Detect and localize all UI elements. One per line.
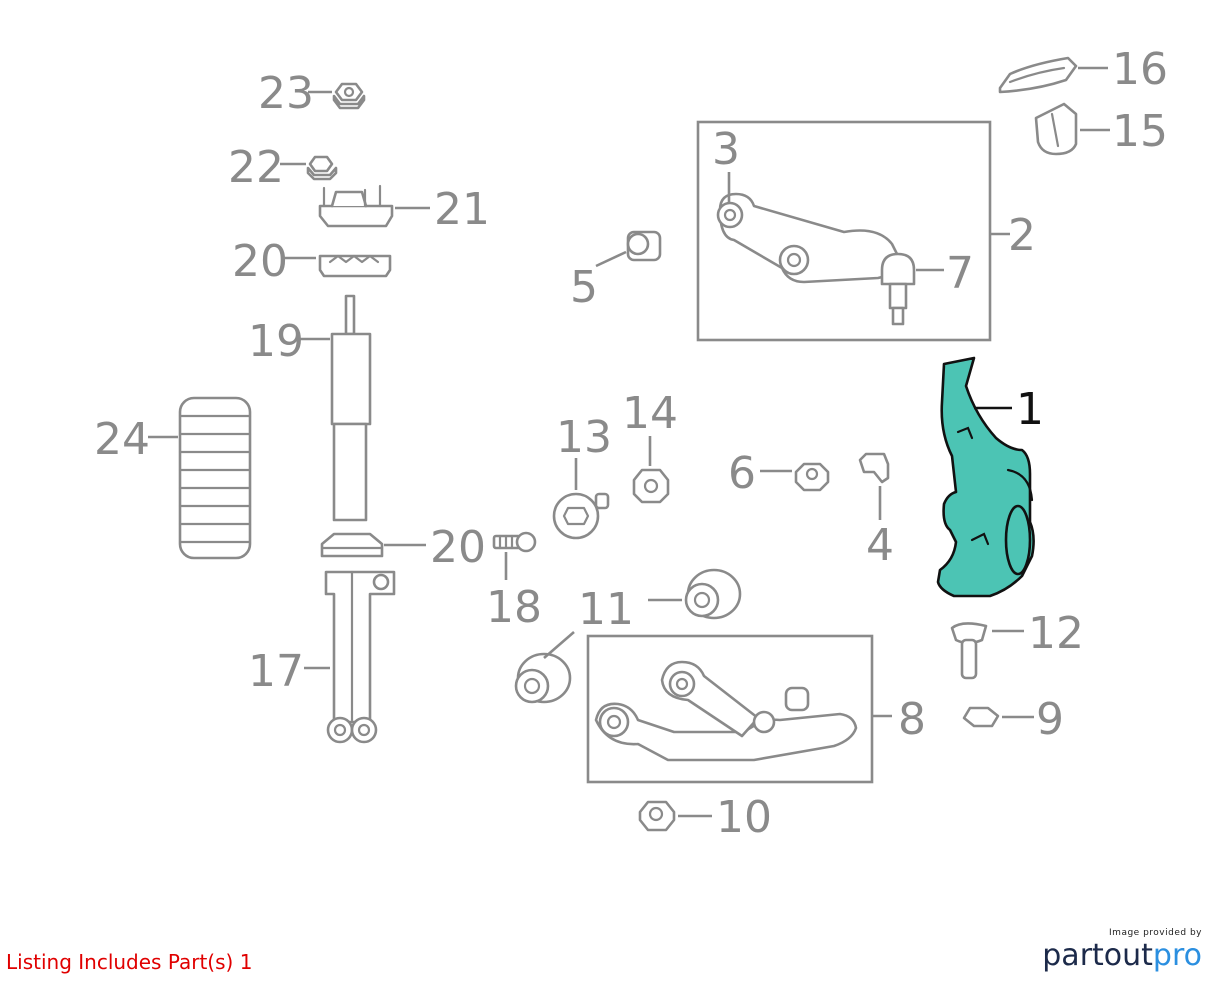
callout-17[interactable]: 17 bbox=[248, 646, 304, 697]
callout-1[interactable]: 1 bbox=[1016, 384, 1044, 435]
callout-2[interactable]: 2 bbox=[1008, 210, 1036, 261]
part-13-eccentric-bolt[interactable] bbox=[552, 492, 610, 540]
box-part-2 bbox=[696, 120, 992, 342]
part-21-upper-mount[interactable] bbox=[318, 184, 394, 228]
part-23-nut[interactable] bbox=[332, 82, 366, 110]
image-credit: Image provided by partoutpro bbox=[1042, 928, 1202, 974]
callout-24[interactable]: 24 bbox=[94, 414, 150, 465]
callout-13[interactable]: 13 bbox=[556, 412, 612, 463]
part-10-nut[interactable] bbox=[638, 800, 676, 832]
callout-15[interactable]: 15 bbox=[1112, 106, 1168, 157]
part-12-ball-joint[interactable] bbox=[950, 622, 988, 680]
callout-4[interactable]: 4 bbox=[866, 520, 894, 571]
logo-text-part: partout bbox=[1042, 938, 1153, 973]
callout-19[interactable]: 19 bbox=[248, 316, 304, 367]
part-17-strut-fork[interactable] bbox=[324, 570, 396, 744]
part-16-cover[interactable] bbox=[998, 56, 1078, 94]
logo-text-pro: pro bbox=[1152, 938, 1202, 973]
callout-21[interactable]: 21 bbox=[434, 184, 490, 235]
callout-14[interactable]: 14 bbox=[622, 388, 678, 439]
callout-20-bottom[interactable]: 20 bbox=[430, 522, 486, 573]
callout-23[interactable]: 23 bbox=[258, 68, 314, 119]
callout-10[interactable]: 10 bbox=[716, 792, 772, 843]
callout-11[interactable]: 11 bbox=[578, 584, 634, 635]
part-19-shock-absorber[interactable] bbox=[330, 294, 372, 522]
part-14-nut[interactable] bbox=[632, 468, 670, 504]
part-11-bushing-lower[interactable] bbox=[514, 652, 572, 704]
part-4-clip[interactable] bbox=[858, 452, 890, 484]
callout-18[interactable]: 18 bbox=[486, 582, 542, 633]
callout-5[interactable]: 5 bbox=[570, 262, 598, 313]
box-part-8 bbox=[586, 634, 874, 784]
listing-includes-note: Listing Includes Part(s) 1 bbox=[6, 950, 253, 974]
part-22-nut[interactable] bbox=[306, 155, 338, 181]
callout-16[interactable]: 16 bbox=[1112, 44, 1168, 95]
partoutpro-logo[interactable]: partoutpro bbox=[1042, 938, 1202, 974]
part-5-nut[interactable] bbox=[626, 230, 662, 262]
part-11-bushing-upper[interactable] bbox=[684, 568, 742, 620]
part-18-bolt[interactable] bbox=[492, 531, 537, 553]
callout-12[interactable]: 12 bbox=[1028, 608, 1084, 659]
arrow-5 bbox=[595, 250, 627, 268]
callout-3[interactable]: 3 bbox=[712, 124, 740, 175]
callout-7[interactable]: 7 bbox=[946, 248, 974, 299]
part-6-nut[interactable] bbox=[794, 462, 830, 492]
part-9-clip[interactable] bbox=[962, 706, 1000, 728]
credit-caption: Image provided by bbox=[1109, 928, 1202, 938]
callout-6[interactable]: 6 bbox=[728, 448, 756, 499]
arrow-11b bbox=[543, 631, 575, 659]
callout-8[interactable]: 8 bbox=[898, 694, 926, 745]
part-15-bumper[interactable] bbox=[1034, 102, 1078, 156]
part-20-lower-isolator[interactable] bbox=[320, 532, 384, 558]
callout-20-top[interactable]: 20 bbox=[232, 236, 288, 287]
part-1-steering-knuckle[interactable] bbox=[936, 356, 1035, 598]
part-8-lower-control-arm[interactable] bbox=[594, 660, 858, 762]
callout-9[interactable]: 9 bbox=[1036, 694, 1064, 745]
callout-22[interactable]: 22 bbox=[228, 142, 284, 193]
part-2-upper-control-arm[interactable] bbox=[716, 192, 916, 326]
part-24-coil-spring[interactable] bbox=[178, 396, 252, 560]
part-20-upper-isolator[interactable] bbox=[318, 254, 392, 278]
